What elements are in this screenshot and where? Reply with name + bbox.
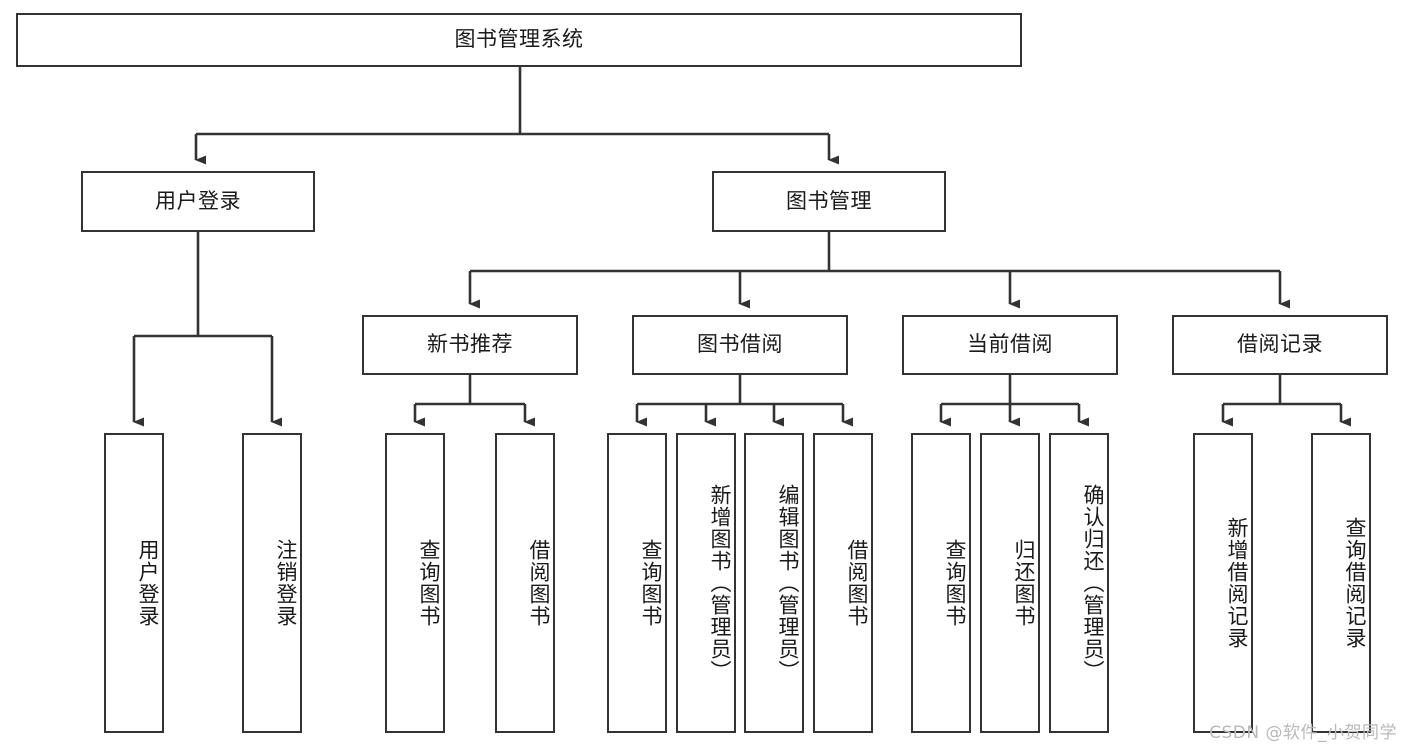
node-label: 编辑图书（管理员）: [776, 484, 800, 682]
leaf-add-borrow-record[interactable]: 新增借阅记录: [1193, 433, 1253, 733]
leaf-borrow-book[interactable]: 借阅图书: [813, 433, 873, 733]
node-label: 查询借阅记录: [1343, 517, 1367, 649]
node-label: 新增借阅记录: [1225, 517, 1249, 649]
node-book-management[interactable]: 图书管理: [712, 171, 946, 232]
node-label: 用户登录: [136, 539, 160, 627]
node-label: 查询图书: [639, 539, 663, 627]
node-label: 当前借阅: [967, 332, 1053, 357]
leaf-query-book-current[interactable]: 查询图书: [911, 433, 971, 733]
node-book-borrow[interactable]: 图书借阅: [632, 315, 848, 375]
leaf-borrow-book-recommend[interactable]: 借阅图书: [495, 433, 555, 733]
node-label: 图书管理: [786, 188, 872, 213]
leaf-return-book[interactable]: 归还图书: [980, 433, 1040, 733]
node-label: 新增图书（管理员）: [708, 484, 732, 682]
watermark: CSDN @软件_小贺同学: [1209, 723, 1397, 743]
node-label: 借阅图书: [527, 539, 551, 627]
node-label: 用户登录: [155, 188, 241, 213]
leaf-edit-book[interactable]: 编辑图书（管理员）: [744, 433, 804, 733]
leaf-user-login[interactable]: 用户登录: [104, 433, 164, 733]
node-label: 确认归还（管理员）: [1081, 484, 1105, 682]
leaf-logout-login[interactable]: 注销登录: [242, 433, 302, 733]
node-label: 注销登录: [274, 539, 298, 627]
node-label: 查询图书: [417, 539, 441, 627]
leaf-query-borrow-record[interactable]: 查询借阅记录: [1311, 433, 1371, 733]
node-label: 图书管理系统: [454, 27, 584, 52]
node-label: 借阅记录: [1237, 332, 1323, 357]
leaf-query-book-recommend[interactable]: 查询图书: [385, 433, 445, 733]
leaf-query-book-borrow[interactable]: 查询图书: [607, 433, 667, 733]
node-new-book-recommend[interactable]: 新书推荐: [362, 315, 578, 375]
node-current-borrow[interactable]: 当前借阅: [902, 315, 1118, 375]
node-label: 归还图书: [1012, 539, 1036, 627]
node-user-login[interactable]: 用户登录: [81, 171, 315, 232]
leaf-add-book[interactable]: 新增图书（管理员）: [676, 433, 736, 733]
node-label: 图书借阅: [697, 332, 783, 357]
node-borrow-record[interactable]: 借阅记录: [1172, 315, 1388, 375]
node-label: 借阅图书: [845, 539, 869, 627]
node-label: 查询图书: [943, 539, 967, 627]
node-book-management-system[interactable]: 图书管理系统: [16, 13, 1022, 67]
leaf-confirm-return[interactable]: 确认归还（管理员）: [1049, 433, 1109, 733]
node-label: 新书推荐: [427, 332, 513, 357]
